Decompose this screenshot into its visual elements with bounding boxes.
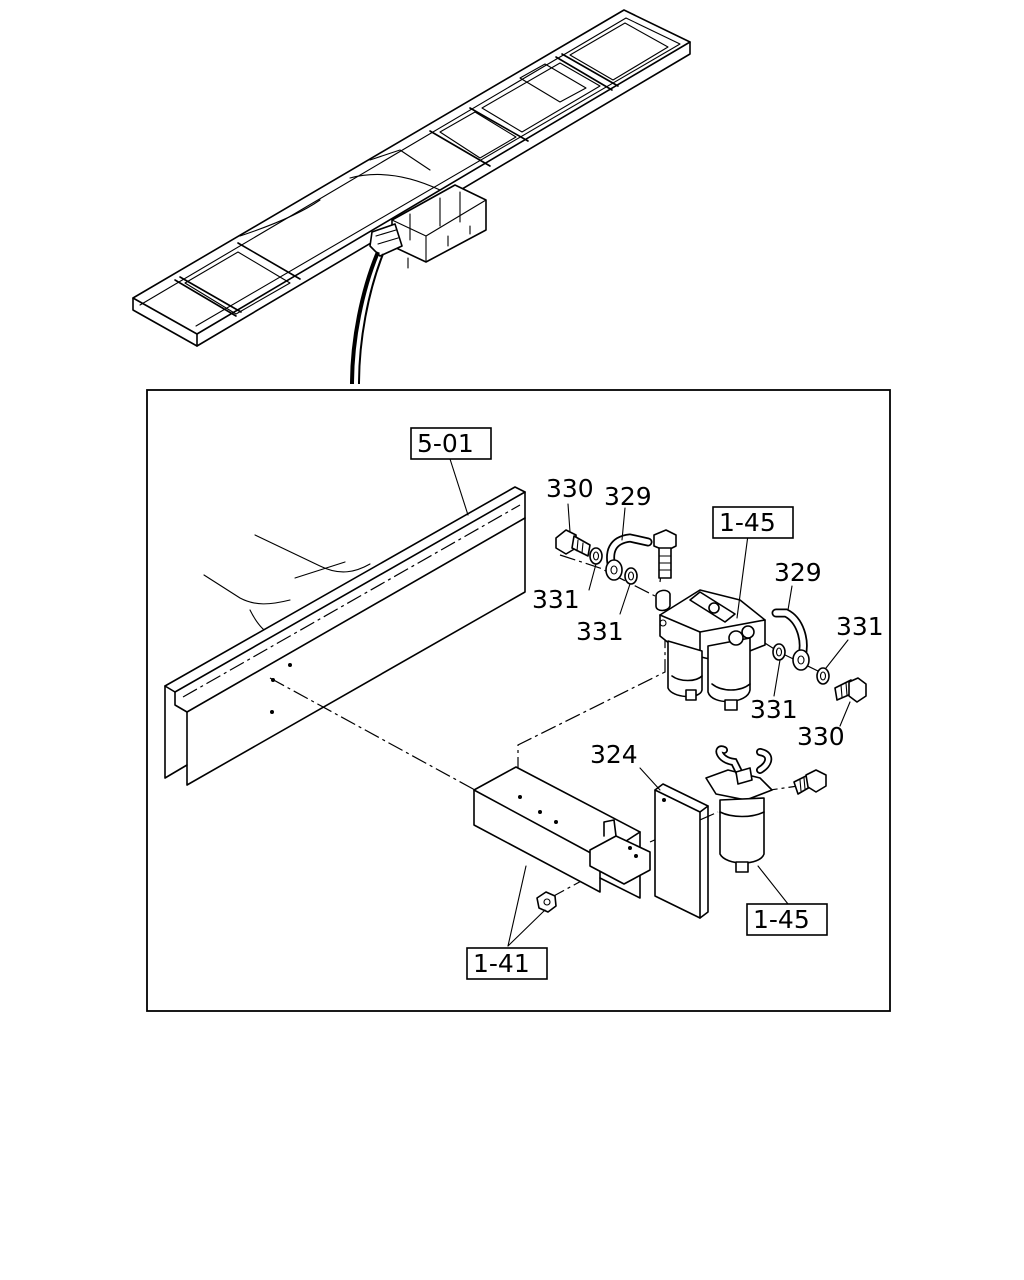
- callout-331-right-lower: 331: [750, 695, 798, 724]
- fuel-filter-upper: [655, 589, 766, 711]
- mounting-bracket: [473, 766, 651, 899]
- callout-331-right-upper: 331: [836, 612, 884, 641]
- eye-bolt-right: [834, 677, 867, 703]
- callout-324: 324: [590, 740, 638, 769]
- reference-box-1-41: 1-41: [466, 947, 548, 980]
- reference-box-5-01: 5-01: [410, 427, 492, 460]
- ref-label-1-41: 1-41: [473, 949, 530, 978]
- fuel-filter-lower: [705, 745, 773, 873]
- mounting-plate: [654, 783, 709, 919]
- mounting-bolt-side: [793, 769, 827, 795]
- ref-label-1-45-upper: 1-45: [719, 508, 776, 537]
- detail-callout-leader: [350, 251, 384, 385]
- callout-330-right: 330: [797, 722, 845, 751]
- nut: [536, 891, 557, 913]
- reference-box-1-45-upper: 1-45: [712, 506, 794, 539]
- fuel-hose-left: [605, 533, 653, 581]
- reference-box-1-45-lower: 1-45: [746, 903, 828, 936]
- callout-331-left-mid: 331: [576, 617, 624, 646]
- ref-label-5-01: 5-01: [417, 429, 474, 458]
- mounting-bolt-vertical: [653, 529, 677, 579]
- chassis-frame-overview: [132, 9, 691, 347]
- callout-330-left: 330: [546, 474, 594, 503]
- leader-lines: [449, 458, 851, 947]
- callout-331-left-lower: 331: [532, 585, 580, 614]
- frame-side-rail: [164, 486, 526, 786]
- gasket-washers: [589, 547, 830, 685]
- callout-329-right: 329: [774, 558, 822, 587]
- callout-329-left: 329: [604, 482, 652, 511]
- fuel-hose-right: [771, 608, 810, 671]
- callout-labels: 330 329 331 331 329 331 331 330 324: [532, 474, 884, 769]
- eye-bolt-left: [555, 529, 591, 557]
- detail-frame: [146, 389, 891, 1012]
- ref-label-1-45-lower: 1-45: [753, 905, 810, 934]
